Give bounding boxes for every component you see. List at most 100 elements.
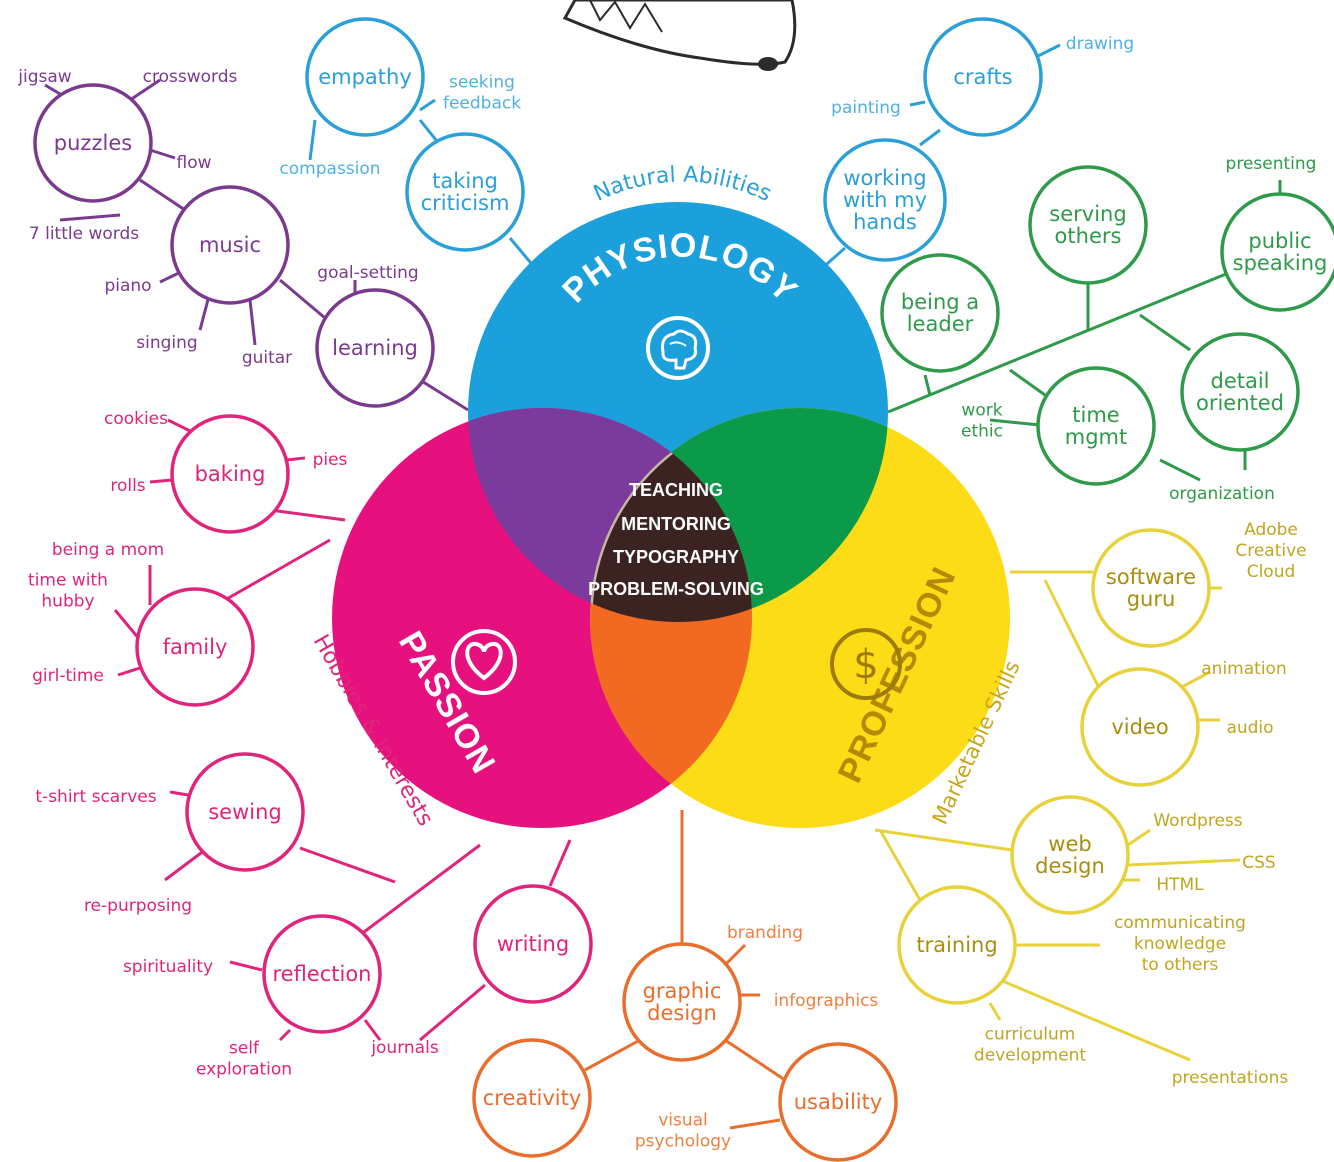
connector-line [149,478,173,484]
node-circle [778,1042,898,1162]
natural-abilities-label: Natural Abilities [590,163,775,207]
leaf-presentations: presentations [1172,1068,1289,1088]
node-label: puzzles [54,131,132,155]
connector-line [1009,368,1046,397]
center-line-3: TYPOGRAPHY [613,547,739,567]
leaf-pies: pies [313,450,348,470]
connector-line [229,960,263,972]
connector-line [1179,670,1211,690]
leaf-jigsaw: jigsaw [17,67,72,87]
connector-line [729,1118,781,1130]
connector-line [878,829,922,901]
node-circle [33,83,153,203]
leaf-t-shirt-scarves: t-shirt scarves [35,787,156,807]
node-label: reflection [272,962,371,986]
node-circle [170,185,290,305]
node-label: training [916,933,997,957]
node-label: music [199,233,261,257]
leaf-girl-time: girl-time [32,666,104,686]
connector-line [999,978,1191,1062]
connector-line [723,943,747,967]
connector-line [278,1028,292,1042]
leaf-presenting: presenting [1226,154,1317,174]
leaf-audio: audio [1226,718,1273,738]
leaf-seven-little-words: 7 little words [29,224,139,244]
leaf-goal-setting: goal-setting [317,263,418,283]
node-circle [1028,165,1148,285]
svg-text:$: $ [853,642,878,688]
node-circle [1036,366,1156,486]
node-circle [1091,528,1211,648]
leaf-crosswords: crosswords [143,67,238,87]
connector-line [164,848,206,882]
leaf-painting: painting [831,98,901,118]
connector-line [169,790,189,797]
connector-line [139,178,186,212]
node-circle [1220,192,1334,312]
node-circle [1080,667,1200,787]
node-puzzles: puzzles [33,83,153,203]
connector-line [308,119,317,161]
leaf-rolls: rolls [110,476,145,496]
connector-line [584,1038,641,1072]
node-label: learning [332,336,418,360]
connector-line [363,1019,382,1041]
connector-line [113,609,142,641]
node-circle [262,914,382,1034]
connector-line [874,828,1013,852]
connector-line [1127,858,1241,867]
connector-line [548,839,572,887]
connector-line [909,100,926,107]
leaf-piano: piano [104,276,151,296]
node-circle [622,942,742,1062]
node-training: training [897,885,1017,1005]
leaf-compassion: compassion [279,159,380,179]
node-label: family [163,635,228,659]
node-label: baking [195,462,266,486]
connector-line [1159,458,1201,482]
venn-diagram [332,202,1010,828]
leaf-infographics: infographics [774,991,879,1011]
node-label: video [1111,715,1168,739]
leaf-singing: singing [136,333,197,353]
connector-line [419,983,486,1042]
node-label: usability [794,1090,883,1114]
node-circle [472,1038,592,1158]
leaf-animation: animation [1201,659,1286,679]
node-circle [923,17,1043,137]
node-video: video [1080,667,1200,787]
hedgehog-illustration [562,0,797,71]
connector-line [419,98,436,112]
center-overlap [590,408,752,622]
connector-line [224,538,331,602]
leaf-labels: jigsaw crosswords flow 7 little words piano s… [17,34,1316,1152]
node-circle [305,17,425,137]
connector-line [887,250,1281,414]
node-crafts: crafts [923,17,1043,137]
leaf-html: HTML [1156,875,1204,895]
leaf-re-purposing: re-purposing [84,896,192,916]
connector-line [269,508,346,522]
leaf-flow: flow [176,153,211,173]
connector-line [285,456,306,462]
